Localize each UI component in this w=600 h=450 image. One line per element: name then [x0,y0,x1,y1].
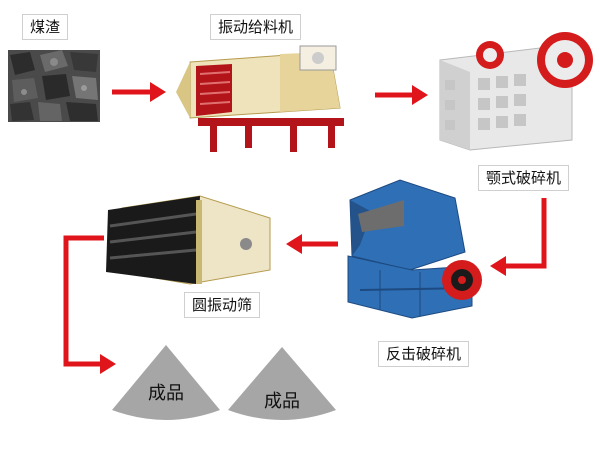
vibrating-feeder-image [176,45,344,152]
impact-crusher-label: 反击破碎机 [378,341,470,367]
product-label-1: 成品 [148,383,184,404]
product-label-2: 成品 [264,391,300,412]
jaw-crusher-image [439,32,593,151]
circular-screen-label: 圆振动筛 [184,292,261,318]
product-pile-2: 成品 [228,347,336,420]
coal-slag-image [8,50,100,122]
arrow-feeder-to-jaw [375,85,428,105]
arrow-screen-to-products [63,235,116,374]
arrow-jaw-to-impact [490,198,547,276]
arrow-impact-to-screen [286,234,338,254]
product-pile-1: 成品 [112,345,220,420]
circular-screen-image [106,195,271,285]
arrow-slag-to-feeder [112,82,166,102]
jaw-crusher-label: 颚式破碎机 [478,165,570,191]
coal-slag-label: 煤渣 [22,14,69,40]
impact-crusher-image [347,179,482,319]
vibrating-feeder-label: 振动给料机 [210,14,302,40]
flow-arrows [63,82,547,374]
